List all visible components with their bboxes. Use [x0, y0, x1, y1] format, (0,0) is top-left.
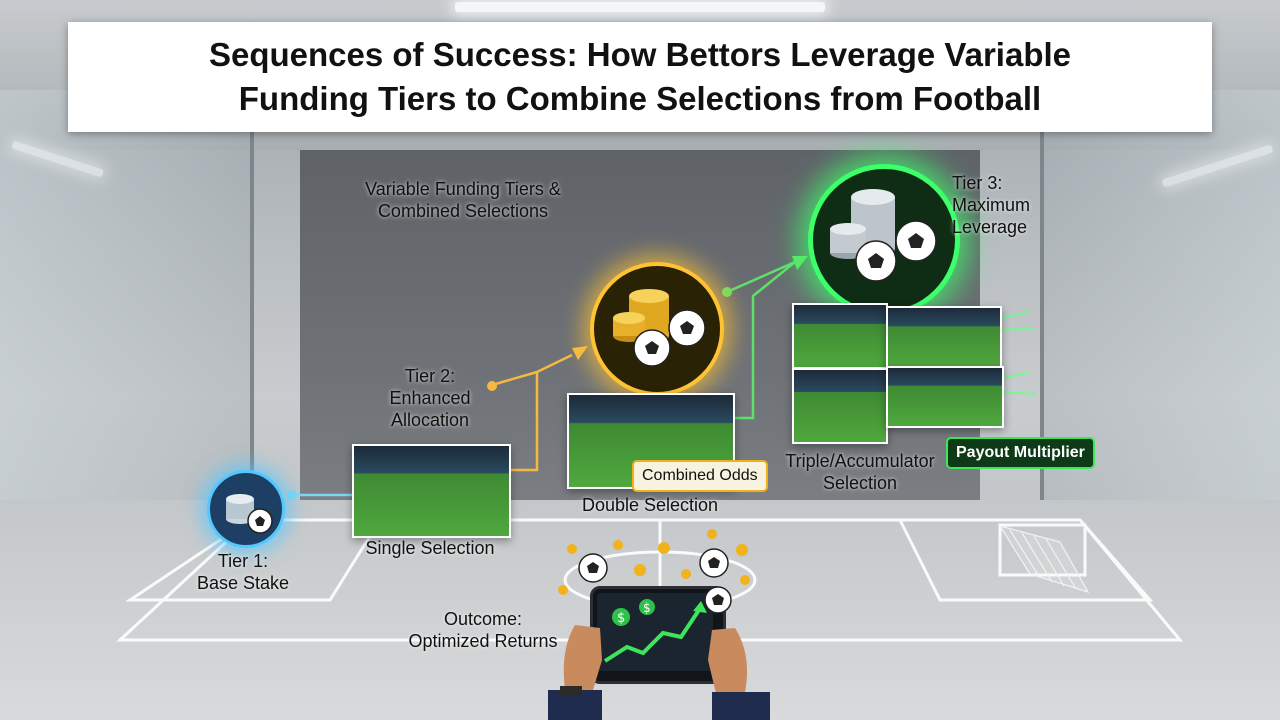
connector-node — [487, 381, 497, 391]
connector-tier2-label — [491, 370, 538, 387]
title-line-2: Funding Tiers to Combine Selections from… — [238, 80, 1042, 117]
triple-selection-label: Triple/Accumulator Selection — [785, 451, 935, 493]
svg-text:$: $ — [643, 601, 651, 615]
tablet: $ $ — [590, 586, 726, 684]
single-selection-card — [352, 444, 511, 538]
connector-double-tier3 — [731, 261, 796, 420]
connector-arrowhead — [792, 256, 808, 270]
double-selection-label: Double Selection — [581, 495, 719, 515]
triple-selection-card-2 — [886, 306, 1002, 370]
combined-odds-badge: Combined Odds — [632, 460, 768, 492]
tier3-label: Tier 3: Maximum Leverage — [952, 173, 1031, 237]
outcome-label: Outcome: Optimized Returns — [408, 609, 558, 651]
page-title: Sequences of Success: How Bettors Levera… — [209, 33, 1071, 121]
connector-tier2-tier3 — [726, 260, 796, 294]
coins-ball-icon — [226, 494, 273, 534]
triple-selection-card-1 — [792, 303, 888, 369]
title-line-1: Sequences of Success: How Bettors Levera… — [208, 36, 1071, 73]
pitch-lines — [116, 518, 1184, 642]
triple-selection-card-4 — [886, 366, 1004, 428]
connector-node — [287, 490, 297, 500]
tier1-label: Tier 1: Base Stake — [196, 551, 290, 593]
tier2-medallion — [590, 262, 724, 396]
diagram-subtitle: Variable Funding Tiers & Combined Select… — [365, 179, 561, 221]
goal-net — [998, 525, 1090, 594]
speed-lines — [1001, 311, 1037, 395]
tier3-medallion — [808, 164, 960, 316]
connector-arrowhead — [572, 346, 588, 360]
svg-text:$: $ — [617, 611, 625, 626]
gold-coins-balls-icon — [613, 289, 706, 367]
tier1-medallion — [207, 470, 285, 548]
ceiling-light — [455, 2, 825, 12]
tier2-label: Tier 2: Enhanced Allocation — [389, 366, 471, 430]
single-selection-label: Single Selection — [365, 538, 495, 558]
rising-chart-icon: $ $ — [597, 593, 713, 671]
title-banner: Sequences of Success: How Bettors Levera… — [68, 22, 1212, 132]
silver-coins-balls-icon — [830, 189, 937, 282]
connector-node — [722, 287, 732, 297]
payout-multiplier-badge: Payout Multiplier — [946, 437, 1095, 469]
connector-single-tier2 — [507, 353, 573, 472]
